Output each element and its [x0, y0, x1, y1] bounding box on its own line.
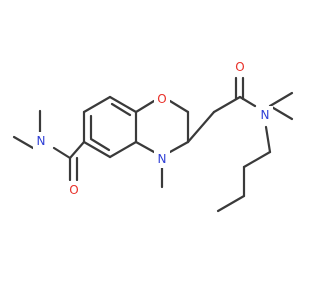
- bond: [268, 91, 294, 108]
- bond: [268, 104, 294, 121]
- bond: [242, 150, 272, 169]
- atom-oxygen-amide-left: O: [69, 183, 78, 197]
- bond: [168, 99, 190, 114]
- bonds: [12, 76, 294, 213]
- bond: [82, 95, 112, 114]
- atom-nitrogen-amide-right: N: [261, 108, 270, 122]
- molecule-canvas: O N O N O N: [12, 58, 294, 213]
- bond: [108, 140, 138, 159]
- bond: [134, 140, 156, 154]
- bond-double: [110, 102, 132, 117]
- atom-labels: O N O N O N: [33, 58, 273, 199]
- bond: [168, 140, 190, 154]
- atom-nitrogen-amide-left: N: [37, 134, 46, 148]
- bond: [52, 146, 72, 160]
- bond: [264, 125, 272, 154]
- bond: [68, 140, 86, 160]
- bond: [216, 194, 246, 213]
- bond-double: [89, 137, 111, 152]
- bond: [238, 95, 257, 108]
- atom-oxygen-ring: O: [157, 92, 166, 106]
- bond: [186, 110, 216, 144]
- atom-nitrogen-ring: N: [158, 152, 167, 166]
- bond: [82, 140, 112, 159]
- atom-oxygen-amide-right: O: [235, 60, 244, 74]
- bond: [134, 99, 156, 114]
- structure-diagram: O N O N O N: [12, 58, 294, 213]
- bond: [12, 135, 35, 150]
- bond: [108, 95, 138, 114]
